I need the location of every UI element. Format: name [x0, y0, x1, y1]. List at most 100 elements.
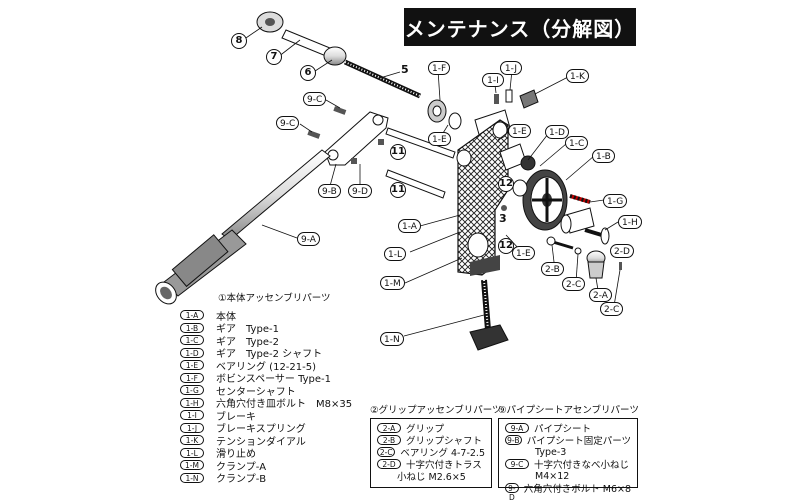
group9-heading: ⑨パイプシートアセンブリパーツ [498, 405, 639, 416]
callout-11a: 11 [390, 144, 406, 160]
part-code: 9-B [505, 435, 522, 445]
tag-9c-b: 9-C [276, 116, 300, 130]
grip-shaft-2b [546, 236, 582, 255]
part-code: 1-A [180, 310, 204, 321]
pipe-9a [155, 149, 331, 305]
group9-cont-c: M4×12 [535, 470, 570, 482]
part-code: 1-K [180, 435, 204, 446]
bearing-1e-top [427, 99, 462, 130]
tag-1h: 1-H [618, 215, 642, 229]
tag-2b: 2-B [541, 262, 564, 276]
part-code: 1-D [180, 347, 204, 358]
part-code: 1-E [180, 360, 204, 371]
group9-code-c: 9-C [505, 459, 529, 469]
part-name: 十字穴付きトラス [406, 460, 482, 471]
tag-1a: 1-A [398, 219, 421, 233]
part-code: 1-G [180, 385, 204, 396]
screw-9c [307, 106, 384, 164]
group1-heading: ①本体アッセンブリパーツ [218, 293, 331, 304]
group9-list: ⑨パイプシートアセンブリパーツ [498, 402, 639, 421]
part-6-cone [323, 46, 347, 66]
rods-11 [385, 127, 456, 199]
part-code: 9-A [505, 423, 529, 433]
part-row: 1-K テンションダイアル [180, 434, 352, 448]
part-name: 六角穴付き皿ボルト M8×35 [216, 399, 353, 411]
gear-1b [522, 169, 568, 231]
part-code: 1-B [180, 322, 204, 333]
bracket-9b [324, 111, 389, 166]
part-name: テンションダイアル [216, 436, 306, 448]
tag-1e-c: 1-E [512, 246, 535, 260]
part-row: 2-A グリップ [377, 422, 485, 435]
part-name: クランプ-A [216, 461, 267, 473]
part-code: 2-B [377, 435, 401, 445]
part-code: 1-I [180, 410, 204, 421]
callout-6: 6 [300, 65, 316, 81]
tag-1j: 1-J [500, 61, 522, 75]
callout-7: 7 [266, 49, 282, 65]
page-title: メンテナンス（分解図） [404, 8, 636, 46]
tag-1l: 1-L [384, 247, 406, 261]
part-7-rod [281, 29, 331, 57]
group9-code-d: 9-D [505, 483, 519, 502]
tag-1e-a: 1-E [428, 132, 451, 146]
part-code: 1-F [180, 372, 204, 383]
part-code: 1-J [180, 422, 204, 433]
part-code: 1-L [180, 447, 204, 458]
tag-2a: 2-A [589, 288, 612, 302]
tag-9b: 9-B [318, 184, 341, 198]
tag-1b: 1-B [592, 149, 615, 163]
tag-1m: 1-M [380, 276, 405, 290]
tag-9a: 9-A [297, 232, 320, 246]
tag-2c-b: 2-C [600, 302, 624, 316]
screw-red [569, 194, 591, 204]
group2-heading: ②グリップアッセンブリパーツ [370, 405, 502, 416]
group9-item-d: 9-D 六角穴付きボルト M6×8 [505, 482, 631, 502]
part-name: クランプ-B [216, 474, 267, 486]
tag-9d: 9-D [348, 184, 372, 198]
part-row: 1-M クランプ-A [180, 459, 352, 473]
group9-cont-b: Type-3 [535, 446, 567, 458]
part-name: ベアリング 4-7-2.5 [400, 448, 485, 459]
center-shaft-1g [560, 207, 595, 234]
group2-list: ②グリップアッセンブリパーツ [370, 402, 502, 421]
tag-1i: 1-I [482, 73, 504, 87]
group9-name-d: 六角穴付きボルト M6×8 [523, 484, 631, 495]
callout-8: ⑧8 [231, 33, 247, 49]
part-code: 2-A [377, 423, 401, 433]
gear-1d [499, 143, 536, 171]
tag-1f: 1-F [428, 61, 451, 75]
clamp-screw-1n [469, 279, 509, 351]
callout-3: 3 [499, 212, 507, 225]
main-body-1a [456, 119, 509, 276]
part-row: 1-D ギア Type-2 シャフト [180, 347, 352, 360]
part-name: パイプシート固定パーツ [526, 436, 631, 447]
callout-12b: 12 [498, 238, 514, 254]
part-name: ギア Type-2 シャフト [216, 349, 323, 361]
part-name: グリップ [406, 424, 445, 435]
tag-1k: 1-K [566, 69, 589, 83]
part-name: 滑り止め [216, 449, 256, 461]
group2-cont: 小ねじ M2.6×5 [397, 472, 466, 483]
tag-2d: 2-D [610, 244, 634, 258]
tag-1g: 1-G [603, 194, 628, 208]
group9-name-c: 十字穴付きなべ小ねじ [534, 460, 630, 471]
grip-2a [586, 250, 622, 279]
bolt-1h [584, 227, 610, 245]
part-code: 1-M [180, 460, 204, 471]
